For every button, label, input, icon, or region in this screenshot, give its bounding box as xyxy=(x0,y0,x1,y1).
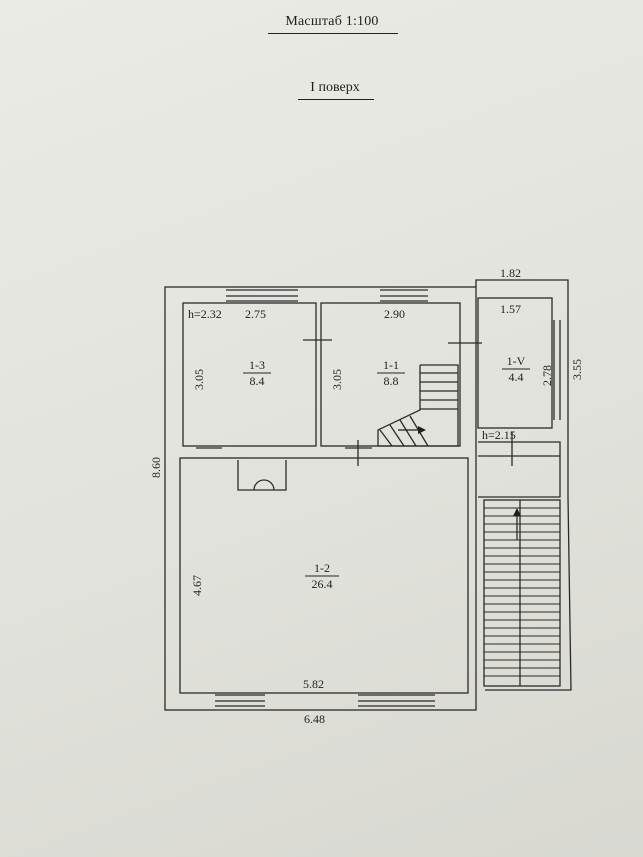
external-staircase xyxy=(483,499,561,687)
annex-porch xyxy=(478,441,561,498)
window-right-annex xyxy=(553,320,561,420)
room-1-2-outline xyxy=(179,457,469,694)
dim-room-1-1-width: 2.90 xyxy=(384,307,405,321)
floor-title-underline xyxy=(298,99,374,100)
dim-room-1-v-width: 1.57 xyxy=(500,302,521,316)
dim-room-1-1-height: 3.05 xyxy=(330,369,344,390)
dim-room-1-2-width: 5.82 xyxy=(303,677,324,691)
window-bottom-right xyxy=(358,694,435,707)
room-1-v-outline xyxy=(477,297,553,429)
room-1-1-area: 8.8 xyxy=(384,374,399,388)
annex-outer-wall xyxy=(475,279,572,691)
window-top-left xyxy=(226,289,298,302)
dim-room-1-3-height: 3.05 xyxy=(192,369,206,390)
scale-title-underline xyxy=(268,33,398,34)
dim-room-1-2-height: 4.67 xyxy=(190,575,204,596)
room-1-2-area: 26.4 xyxy=(312,577,333,591)
internal-stair-arrow xyxy=(398,426,426,434)
stove xyxy=(237,460,287,491)
external-stair-arrow xyxy=(513,508,521,540)
room-1-v-id: 1-V xyxy=(507,354,526,368)
outer-wall-outline xyxy=(164,286,477,711)
window-top-middle xyxy=(380,289,428,302)
room-1-2-id: 1-2 xyxy=(314,561,330,575)
dim-total-width: 6.48 xyxy=(304,712,325,726)
stove-arch xyxy=(253,479,275,491)
scale-title: Масштаб 1:100 xyxy=(285,14,379,29)
dim-top-right-width: 1.82 xyxy=(500,266,521,280)
room-1-3-id: 1-3 xyxy=(249,358,265,372)
dim-room-1-3-width: 2.75 xyxy=(245,307,266,321)
window-bottom-left xyxy=(215,694,265,707)
dim-room-1-v-height: 2.78 xyxy=(540,365,554,386)
dim-total-height: 8.60 xyxy=(149,457,163,478)
room-1-1-id: 1-1 xyxy=(383,358,399,372)
external-staircase-treads xyxy=(484,507,560,677)
dim-right-total-height: 3.55 xyxy=(570,359,584,380)
room-1-3-outline xyxy=(182,302,317,447)
room-1-v-area: 4.4 xyxy=(509,370,524,384)
room-1-3-area: 8.4 xyxy=(250,374,265,388)
floor-title: I поверх xyxy=(310,80,360,95)
dim-ceiling-height-right: h=2.15 xyxy=(482,428,516,442)
dim-ceiling-height-left: h=2.32 xyxy=(188,307,222,321)
